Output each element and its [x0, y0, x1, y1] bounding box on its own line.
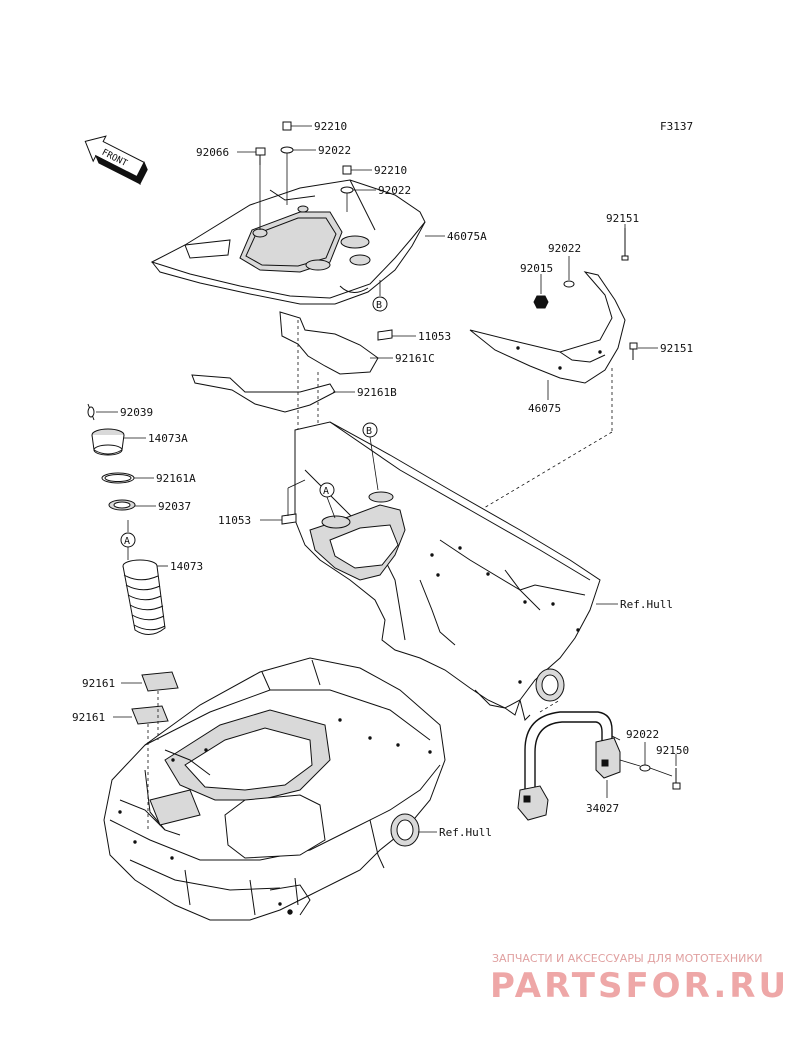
label-46075: 46075 [528, 402, 561, 415]
washer-92022-right [563, 280, 575, 288]
label-92161c: 92161C [395, 352, 435, 365]
label-92151-b: 92151 [660, 342, 693, 355]
clip-11053-upper [377, 329, 393, 341]
label-ref-hull-1: Ref.Hull [620, 598, 673, 611]
label-46075a: 46075A [447, 230, 487, 243]
label-14073a: 14073A [148, 432, 188, 445]
pad-92161-upper [141, 671, 179, 692]
o-ring-92161a [101, 472, 135, 484]
callout-b-upper [372, 296, 388, 312]
gasket-92161b [191, 374, 336, 413]
label-92151-a: 92151 [606, 212, 639, 225]
bolt-92210-a [282, 121, 292, 131]
grab-handle-34027 [517, 711, 621, 821]
label-92037: 92037 [158, 500, 191, 513]
gasket-92161c [279, 311, 379, 375]
bolt-92150 [672, 768, 681, 790]
hose-14073 [122, 559, 166, 635]
label-92022-c: 92022 [548, 242, 581, 255]
label-92150: 92150 [656, 744, 689, 757]
label-92039: 92039 [120, 406, 153, 419]
deck-hull-upper [294, 421, 601, 721]
callout-b-hull [362, 422, 378, 438]
front-direction-arrow: FRONT [84, 135, 148, 186]
hull-lower [103, 657, 446, 921]
label-ref-hull-2: Ref.Hull [439, 826, 492, 839]
callout-a-hull [319, 482, 335, 498]
pad-92161-lower [131, 705, 169, 725]
label-92022-a: 92022 [318, 144, 351, 157]
label-92066: 92066 [196, 146, 229, 159]
washer-92022-a [280, 146, 294, 154]
label-92161a: 92161A [156, 472, 196, 485]
callout-b-hull-label: B [366, 426, 372, 437]
bolt-92151-upper [621, 228, 629, 261]
callout-a-hull-label: A [323, 486, 329, 497]
figure-code: F3137 [660, 120, 693, 133]
callout-a-pipe-label: A [124, 536, 130, 547]
washer-92022-b [340, 186, 354, 194]
label-92210-a: 92210 [314, 120, 347, 133]
label-92015: 92015 [520, 262, 553, 275]
watermark-brand: PARTSFOR.RU [490, 966, 789, 1006]
callout-b-upper-label: B [376, 300, 382, 311]
label-14073: 14073 [170, 560, 203, 573]
label-92161-x: 92161 [82, 677, 115, 690]
label-34027: 34027 [586, 802, 619, 815]
clamp-92039 [87, 403, 95, 421]
cover-46075 [469, 271, 626, 384]
bolt-92210-b [342, 165, 352, 175]
bolt-92066 [255, 147, 266, 165]
label-92022-d: 92022 [626, 728, 659, 741]
bolt-92151-lower [629, 342, 638, 360]
label-11053-b: 11053 [218, 514, 251, 527]
storage-cover-46075a [150, 179, 426, 305]
label-11053-a: 11053 [418, 330, 451, 343]
washer-92022-handle [639, 764, 651, 772]
watermark-logo: ЗАПЧАСТИ И АКСЕССУАРЫ ДЛЯ МОТОТЕХНИКИ PA… [490, 952, 789, 1006]
watermark-subtitle: ЗАПЧАСТИ И АКСЕССУАРЫ ДЛЯ МОТОТЕХНИКИ [492, 952, 762, 965]
label-92161-y: 92161 [72, 711, 105, 724]
gasket-92037 [108, 499, 136, 511]
label-92161b: 92161B [357, 386, 397, 399]
nut-92015 [533, 295, 549, 309]
clip-11053-lower [281, 513, 297, 525]
label-92210-b: 92210 [374, 164, 407, 177]
cap-14073a [91, 428, 125, 456]
label-92022-b: 92022 [378, 184, 411, 197]
